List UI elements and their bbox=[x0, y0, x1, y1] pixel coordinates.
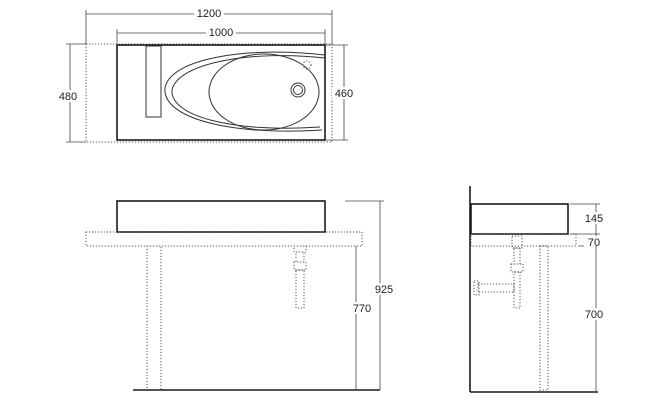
dim-label-counter-depth: 480 bbox=[59, 91, 77, 103]
dim-1000: 1000 bbox=[116, 26, 326, 45]
side-view: 145 70 700 bbox=[469, 186, 608, 393]
dim-label-counter-height: 770 bbox=[353, 303, 371, 315]
dim-145: 145 bbox=[570, 203, 608, 235]
dim-480: 480 bbox=[55, 43, 86, 143]
dim-label-basin-height: 145 bbox=[585, 213, 603, 225]
dim-label-basin-depth: 460 bbox=[335, 88, 353, 100]
side-view-leg bbox=[539, 245, 549, 391]
drain-inner-circle bbox=[293, 85, 303, 95]
top-view-basin-outline bbox=[116, 44, 326, 141]
top-view: 1200 1000 480 460 bbox=[55, 7, 358, 143]
tap-hole-icon bbox=[302, 60, 312, 70]
dim-label-total-height: 925 bbox=[375, 284, 393, 296]
dim-770: 770 bbox=[350, 246, 376, 390]
dim-label-counter-thickness: 70 bbox=[588, 237, 600, 249]
dim-label-basin-width: 1000 bbox=[209, 27, 233, 39]
front-view-leg bbox=[146, 245, 162, 391]
dim-1200: 1200 bbox=[85, 7, 333, 44]
front-view-counter bbox=[85, 231, 363, 247]
dim-label-leg-height: 700 bbox=[585, 309, 603, 321]
front-view: 925 770 bbox=[85, 200, 394, 391]
dim-70: 70 bbox=[578, 234, 604, 249]
side-view-waste-pipe bbox=[473, 235, 524, 309]
drain-outer-circle bbox=[290, 82, 306, 98]
dim-460: 460 bbox=[325, 44, 358, 141]
top-view-bowl-outer-inner-line bbox=[171, 55, 326, 129]
dim-700: 700 bbox=[582, 246, 608, 392]
side-view-counter bbox=[470, 233, 577, 247]
front-view-waste-trap bbox=[293, 245, 307, 309]
top-view-bowl-outer bbox=[164, 51, 326, 132]
front-view-basin bbox=[116, 200, 326, 233]
dim-label-counter-width: 1200 bbox=[197, 8, 221, 20]
dim-925: 925 bbox=[345, 200, 394, 390]
top-view-bowl-ellipse bbox=[208, 53, 320, 131]
top-view-towel-slot bbox=[145, 45, 162, 118]
side-view-basin bbox=[470, 203, 569, 235]
